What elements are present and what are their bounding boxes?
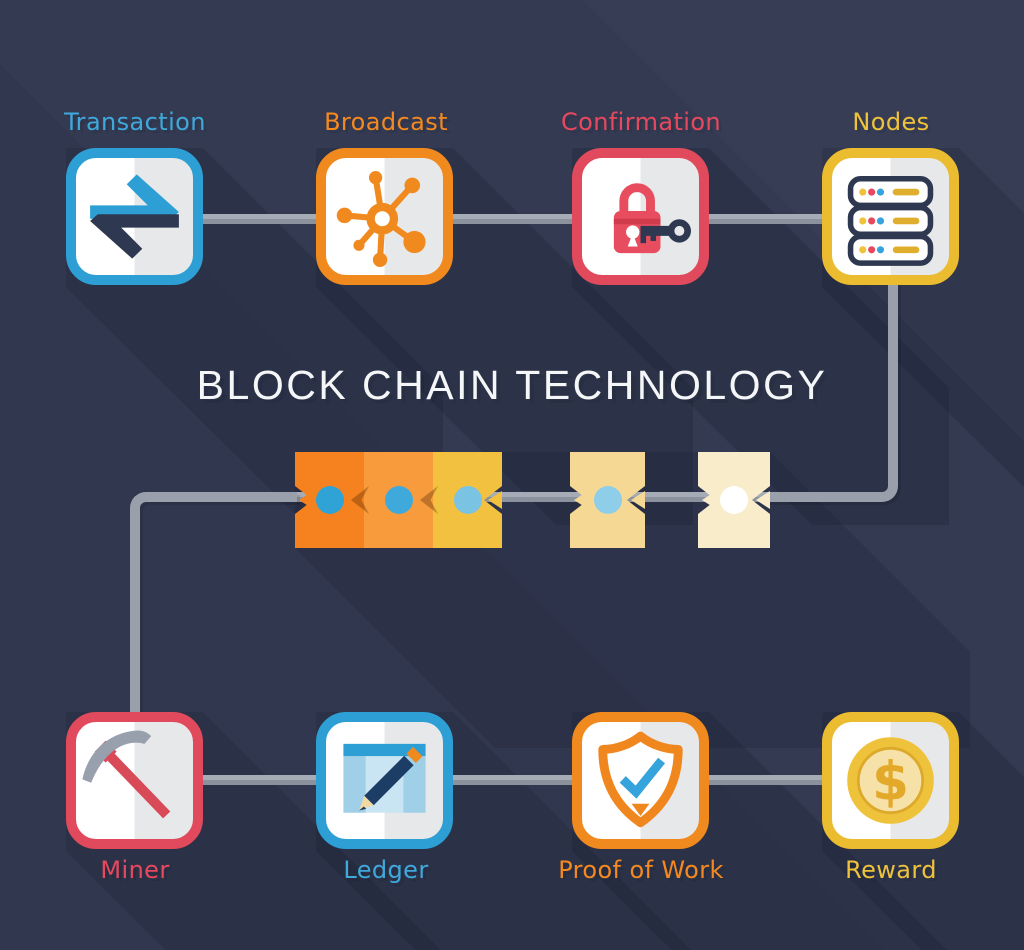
label-reward: Reward [845, 856, 937, 884]
chain-dot [453, 486, 482, 514]
connector-transaction-broadcast [200, 214, 319, 224]
label-proof-of-work: Proof of Work [558, 856, 724, 884]
pickaxe-icon [82, 730, 171, 819]
node-nodes [822, 148, 959, 285]
label-confirmation: Confirmation [560, 108, 722, 136]
page-title: BLOCK CHAIN TECHNOLOGY [196, 362, 828, 408]
network-hub-icon [336, 170, 426, 268]
label-broadcast: Broadcast [324, 108, 448, 136]
node-transaction [66, 148, 203, 285]
connector-proofofwork-reward [706, 775, 825, 785]
dollar-coin-icon: $ [847, 737, 934, 824]
connector-ledger-proofofwork [450, 775, 575, 785]
ledger-window-icon [343, 743, 426, 813]
node-proof-of-work [572, 712, 709, 849]
node-broadcast [316, 148, 453, 285]
label-ledger: Ledger [343, 856, 429, 884]
connector-miner-ledger [200, 775, 319, 785]
chain-linked-blocks [295, 452, 502, 548]
label-miner: Miner [100, 856, 170, 884]
label-nodes: Nodes [852, 108, 930, 136]
connector-chain-line [290, 492, 770, 502]
connector-nodes-to-chain [760, 278, 898, 502]
transfer-arrows-icon [90, 174, 179, 259]
connector-broadcast-confirmation [450, 214, 575, 224]
node-reward: $ [822, 712, 959, 849]
svg-text:$: $ [872, 750, 909, 812]
connector-confirmation-nodes [706, 214, 825, 224]
server-stack-icon [847, 175, 934, 266]
label-transaction: Transaction [64, 108, 206, 136]
lock-key-icon [613, 183, 692, 254]
connector-chain-to-miner [130, 492, 297, 720]
chain-dot [315, 486, 344, 514]
chain-dot [384, 486, 413, 514]
chain-block [364, 452, 433, 548]
shield-check-icon [598, 731, 683, 828]
chain-dot [720, 486, 748, 514]
node-confirmation [572, 148, 709, 285]
chain-dot [593, 486, 622, 514]
node-ledger [316, 712, 453, 849]
node-miner [66, 712, 203, 849]
